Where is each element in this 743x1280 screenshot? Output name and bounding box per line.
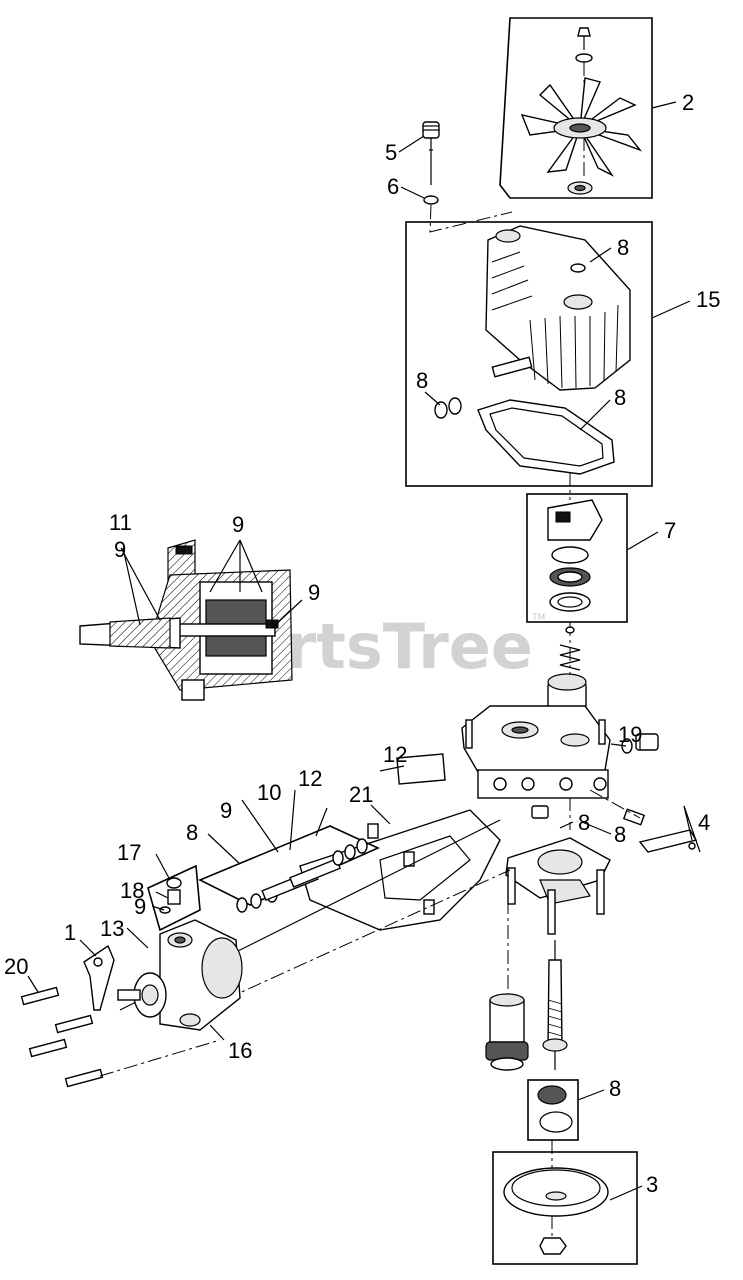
fan-washer <box>575 53 593 63</box>
fan-blades <box>520 77 643 177</box>
brake-bracket <box>83 944 115 1011</box>
watermark-tm: TM <box>531 613 545 623</box>
bearing-assembly <box>526 493 628 623</box>
callout-15: 15 <box>696 287 720 312</box>
callout-5: 5 <box>385 140 397 165</box>
callout-8-valve: 8 <box>614 822 626 847</box>
callout-12-gear: 12 <box>298 766 322 791</box>
callout-4: 4 <box>698 810 710 835</box>
input-shaft <box>542 940 568 1070</box>
bypass-rod <box>622 808 698 853</box>
pulley-assembly <box>492 1140 638 1265</box>
callout-8-shaft-seal: 8 <box>609 1076 621 1101</box>
thrust-washer-upper <box>551 546 589 564</box>
axle-housing <box>299 753 501 931</box>
check-valve <box>621 733 659 754</box>
housing-gasket <box>477 399 615 475</box>
callout-18: 18 <box>120 878 144 903</box>
callout-8-fitting: 8 <box>578 810 590 835</box>
brake-arm <box>83 944 115 1011</box>
callout-21: 21 <box>349 782 373 807</box>
fan-assembly <box>499 17 653 199</box>
cap-o-ring <box>423 195 439 205</box>
gear-box-outline <box>198 825 380 906</box>
section-shaft <box>174 623 276 637</box>
callout-3: 3 <box>646 1172 658 1197</box>
callout-16: 16 <box>228 1038 252 1063</box>
callout-17: 17 <box>117 840 141 865</box>
callout-7: 7 <box>664 518 676 543</box>
leader-lines <box>27 101 701 1201</box>
mount-bracket <box>396 753 446 785</box>
motor-assembly <box>117 919 243 1031</box>
valve-assembly-box <box>147 864 201 932</box>
callout-8-seal: 8 <box>617 235 629 260</box>
fan-bolt <box>577 27 591 37</box>
upper-seal <box>570 263 586 273</box>
callout-20: 20 <box>4 954 28 979</box>
pulley-box <box>492 1151 638 1265</box>
bearing-box <box>526 493 628 623</box>
cylinder-block <box>547 626 587 711</box>
oil-filter <box>485 900 529 1071</box>
callout-9-top: 9 <box>232 512 244 537</box>
shaft-seal-assembly <box>527 1079 579 1141</box>
filler-cap-assembly <box>422 121 513 233</box>
housing-box <box>405 221 653 487</box>
callout-13: 13 <box>100 916 124 941</box>
pulley-nut <box>539 1237 567 1255</box>
valve-box-outline <box>147 864 201 932</box>
callout-9-gear: 9 <box>220 798 232 823</box>
callout-9-left: 9 <box>114 537 126 562</box>
callout-8-gasket: 8 <box>614 385 626 410</box>
valve-fitting <box>531 789 641 819</box>
bypass-arm <box>638 829 698 853</box>
callout-2: 2 <box>682 90 694 115</box>
swashplate-block <box>547 499 603 541</box>
section-view <box>79 539 293 701</box>
seal-box <box>527 1079 579 1141</box>
callout-10: 10 <box>257 780 281 805</box>
control-shaft <box>491 356 533 378</box>
callout-1: 1 <box>64 920 76 945</box>
center-section <box>461 705 611 799</box>
callout-9-valve: 9 <box>134 894 146 919</box>
end-cap <box>505 837 611 935</box>
housing-cover-assembly <box>405 221 653 500</box>
gear-set <box>198 825 380 913</box>
fan-box <box>499 17 653 199</box>
callout-12-bracket: 12 <box>383 742 407 767</box>
mounting-bolts <box>20 986 221 1088</box>
callout-9-right: 9 <box>308 580 320 605</box>
callout-8-gear: 8 <box>186 820 198 845</box>
callout-11: 11 <box>109 510 132 535</box>
callout-6: 6 <box>387 174 399 199</box>
callout-8-shaft-seals: 8 <box>416 368 428 393</box>
callout-19: 19 <box>618 722 642 747</box>
thrust-washer-lower <box>549 592 591 612</box>
callouts: 2 5 6 8 15 8 8 7 11 9 9 9 19 8 8 4 12 21… <box>4 90 720 1197</box>
